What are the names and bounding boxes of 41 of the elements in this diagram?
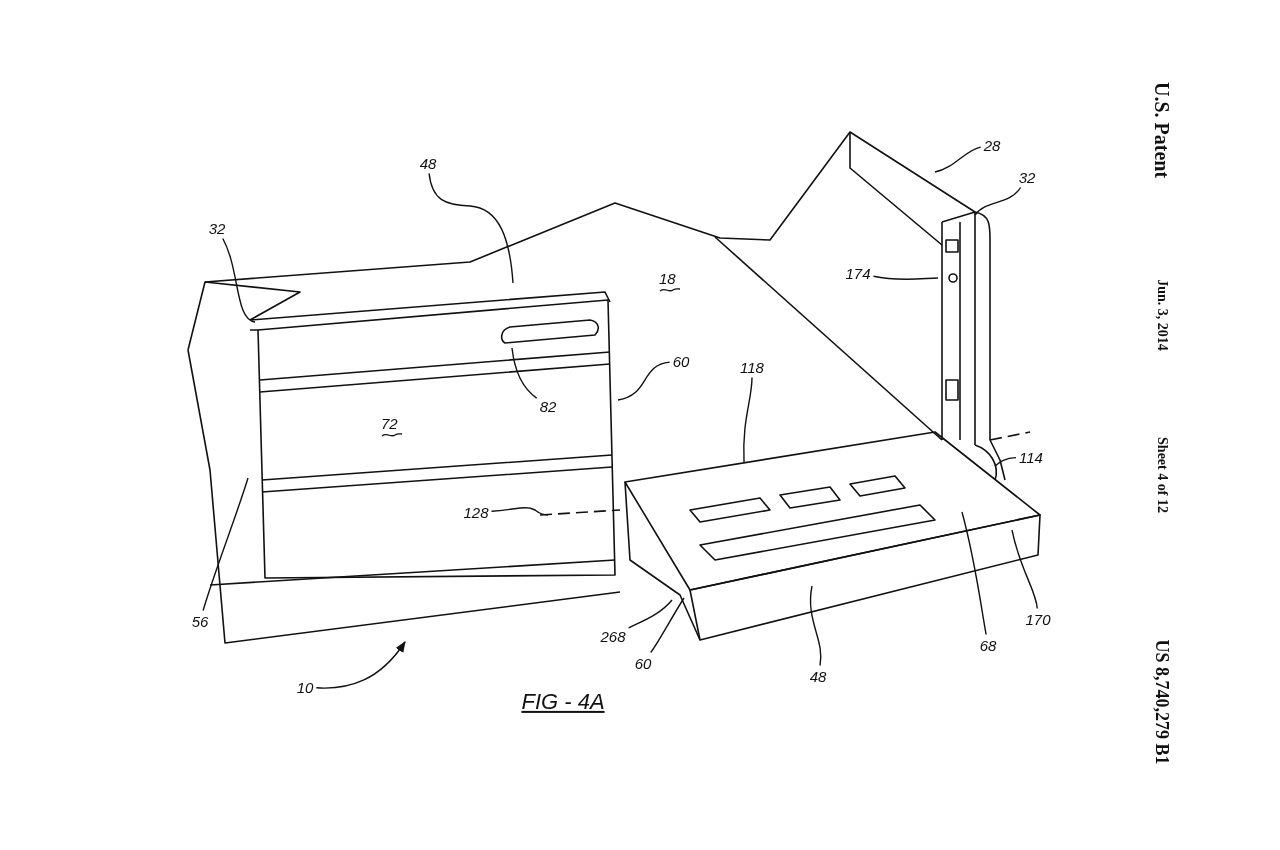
callout-number: 10 (295, 678, 315, 696)
callout-number: 60 (671, 352, 691, 370)
leader-line (872, 275, 939, 281)
date-text: Jun. 3, 2014 (1155, 279, 1169, 351)
callout-number: 32 (207, 219, 227, 237)
leader-line (974, 186, 1022, 216)
callout-number: 128 (462, 503, 490, 521)
leader-line (490, 507, 549, 516)
figure-caption: FIG - 4A (521, 689, 605, 715)
callout-number: 68 (978, 636, 998, 654)
callout-number: 48 (808, 667, 828, 685)
leader-line (961, 511, 987, 636)
leader-line (994, 456, 1017, 467)
callout-number: 82 (538, 397, 558, 415)
callout-number: 32 (1017, 168, 1037, 186)
leader-line (617, 361, 671, 401)
arrow (315, 641, 406, 689)
callout-number: 60 (633, 654, 653, 672)
leader-line (650, 597, 685, 654)
header-text: U.S. Patent (1152, 81, 1172, 179)
leader-line (1011, 529, 1038, 610)
leader-line (743, 376, 753, 463)
sheet-number: Sheet 4 of 12 (1155, 437, 1169, 513)
leader-line (809, 585, 822, 667)
leader-line (202, 477, 249, 612)
callout-number: 56 (190, 612, 210, 630)
reference-numeral: 72 (381, 416, 399, 431)
leader-line (934, 146, 982, 173)
callout-number: 268 (599, 627, 627, 645)
leader-line (627, 599, 673, 629)
patent-number: US 8,740,279 B1 (1153, 639, 1171, 765)
leader-line (428, 172, 514, 284)
callout-number: 114 (1018, 448, 1044, 466)
reference-numeral: 18 (659, 271, 677, 286)
callout-number: 174 (844, 264, 872, 282)
callout-number: 28 (982, 136, 1002, 154)
leader-line (222, 237, 256, 323)
callout-number: 118 (739, 358, 765, 376)
leader-line (511, 347, 538, 399)
callout-number: 48 (418, 154, 438, 172)
callout-number: 170 (1024, 610, 1052, 628)
